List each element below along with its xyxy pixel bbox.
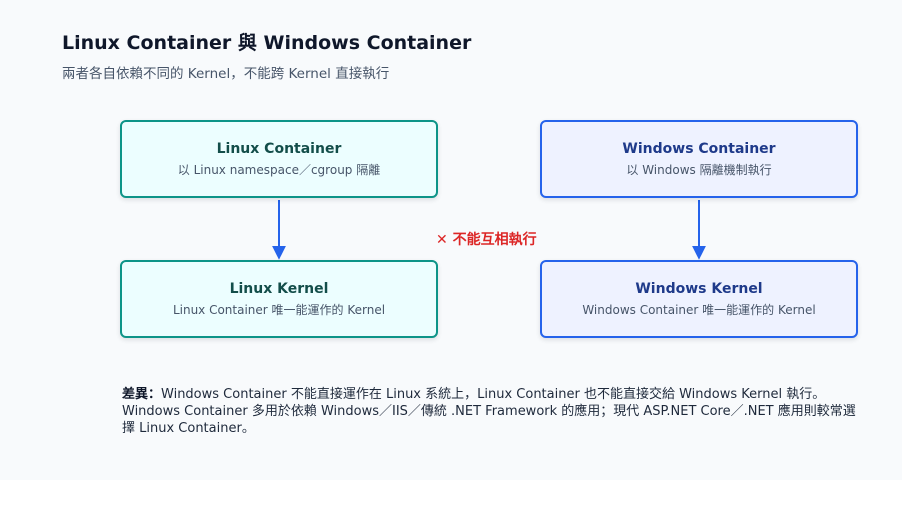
incompatible-label: ✕ 不能互相執行	[436, 232, 537, 248]
windows-kernel-desc: Windows Container 唯一能運作的 Kernel	[582, 302, 816, 317]
connector-arrows	[272, 200, 706, 260]
linux-kernel-name: Linux Kernel	[229, 280, 329, 297]
windows-container-desc: 以 Windows 隔離機制執行	[626, 162, 772, 177]
linux-kernel-box: Linux Kernel Linux Container 唯一能運作的 Kern…	[120, 260, 438, 338]
linux-container-box: Linux Container 以 Linux namespace／cgroup…	[120, 120, 438, 198]
windows-container-name: Windows Container	[622, 140, 776, 157]
diagram-canvas: Linux Container 與 Windows Container 兩者各自…	[62, 32, 867, 437]
linux-container-name: Linux Container	[216, 140, 342, 157]
page-subtitle: 兩者各自依賴不同的 Kernel，不能跨 Kernel 直接執行	[62, 66, 390, 82]
windows-kernel-name: Windows Kernel	[635, 280, 763, 297]
linux-container-desc: 以 Linux namespace／cgroup 隔離	[177, 162, 381, 177]
difference-note: 差異：Windows Container 不能直接運作在 Linux 系統上，L…	[122, 386, 867, 437]
linux-kernel-desc: Linux Container 唯一能運作的 Kernel	[172, 302, 386, 317]
windows-container-box: Windows Container 以 Windows 隔離機制執行	[540, 120, 858, 198]
note-label: 差異：	[122, 387, 162, 402]
note-text: Windows Container 不能直接運作在 Linux 系統上，Linu…	[122, 387, 856, 436]
page-title: Linux Container 與 Windows Container	[62, 32, 472, 54]
windows-kernel-box: Windows Kernel Windows Container 唯一能運作的 …	[540, 260, 858, 338]
